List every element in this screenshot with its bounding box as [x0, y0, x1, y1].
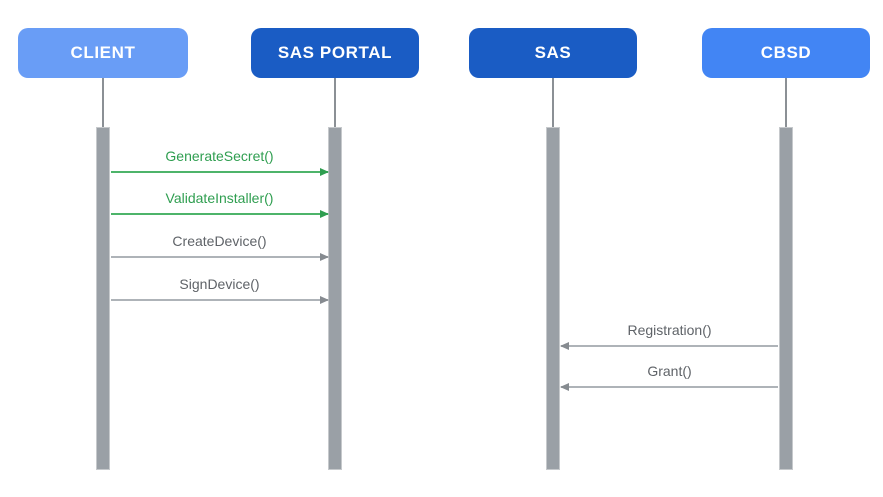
message-arrow-line — [111, 253, 329, 261]
actor-box-sas: SAS — [469, 28, 637, 78]
message-arrow-line — [111, 210, 329, 218]
message-arrow-line — [111, 168, 329, 176]
actor-label-sas: SAS — [534, 43, 572, 62]
message-label: GenerateSecret() — [165, 148, 274, 164]
lifeline-sas-portal — [334, 78, 336, 127]
lifeline-cbsd — [785, 78, 787, 127]
actor-box-cbsd: CBSD — [702, 28, 870, 78]
actor-label-cbsd: CBSD — [760, 43, 812, 62]
message-arrow-line — [111, 296, 329, 304]
message-sign-device: SignDevice() — [111, 275, 329, 304]
message-grant: Grant() — [560, 362, 778, 391]
actor-box-client: CLIENT — [18, 28, 188, 78]
actor-label-sas-portal: SAS PORTAL — [277, 43, 393, 62]
message-label: Registration() — [627, 322, 712, 338]
arrow-left-icon — [560, 342, 569, 350]
arrow-right-icon — [320, 168, 329, 176]
activation-bar-cbsd — [779, 127, 793, 470]
activation-bar-client — [96, 127, 110, 470]
activation-bar-sas-portal — [328, 127, 342, 470]
message-arrow-line — [560, 342, 778, 350]
message-registration: Registration() — [560, 321, 778, 350]
message-create-device: CreateDevice() — [111, 232, 329, 261]
message-validate-installer: ValidateInstaller() — [111, 189, 329, 218]
arrow-right-icon — [320, 210, 329, 218]
lifeline-client — [102, 78, 104, 127]
message-arrow-line — [560, 383, 778, 391]
arrow-left-icon — [560, 383, 569, 391]
message-label: SignDevice() — [179, 276, 260, 292]
arrow-right-icon — [320, 253, 329, 261]
message-label: Grant() — [647, 363, 692, 379]
arrow-right-icon — [320, 296, 329, 304]
message-label: CreateDevice() — [172, 233, 267, 249]
actor-label-client: CLIENT — [70, 43, 136, 62]
message-label: ValidateInstaller() — [165, 190, 274, 206]
actor-box-sas-portal: SAS PORTAL — [251, 28, 419, 78]
message-generate-secret: GenerateSecret() — [111, 147, 329, 176]
lifeline-sas — [552, 78, 554, 127]
activation-bar-sas — [546, 127, 560, 470]
